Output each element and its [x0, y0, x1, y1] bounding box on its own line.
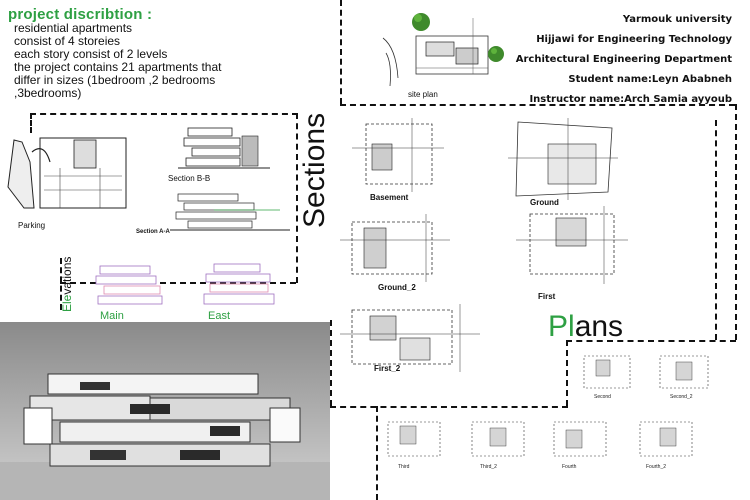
first2-plan-drawing: [340, 304, 480, 372]
frame-line: [330, 406, 568, 408]
elevations-heading-prefix: Ele: [60, 294, 74, 312]
description-line-6: ,3bedrooms): [14, 86, 82, 100]
second-plan-drawing: [583, 355, 631, 389]
east-elevation-label: East: [208, 310, 231, 322]
second2-label: Second_2: [670, 394, 693, 400]
university-name: Yarmouk university: [622, 14, 732, 25]
frame-line: [30, 113, 298, 115]
first-plan-drawing: [516, 206, 628, 284]
building-render-image: [0, 322, 330, 500]
frame-line: [340, 104, 735, 106]
description-line-2: consist of 4 storeies: [14, 34, 121, 48]
department-name: Architectural Engineering Department: [515, 54, 732, 65]
frame-line: [376, 406, 378, 500]
plans-heading-prefix: Pl: [548, 310, 575, 343]
section-aa-label: Section A-A: [136, 229, 170, 235]
faculty-name: Hijjawi for Engineering Technology: [536, 34, 732, 45]
fourth2-label: Fourth_2: [646, 464, 667, 470]
plans-heading-rest: ans: [574, 310, 624, 343]
frame-line: [566, 340, 736, 342]
site-plan-label: site plan: [408, 90, 438, 99]
basement-plan-drawing: [352, 118, 444, 192]
frame-line: [735, 104, 737, 340]
frame-line: [30, 113, 32, 133]
first2-label: First_2: [374, 364, 401, 373]
ground-label: Ground: [530, 198, 559, 207]
frame-line: [60, 282, 296, 284]
east-elevation-drawing: [203, 263, 275, 305]
elevations-heading-rest: vations: [60, 256, 74, 295]
fourth2-plan-drawing: [639, 421, 693, 457]
frame-line: [296, 113, 298, 283]
parking-label: Parking: [18, 221, 46, 230]
third2-label: Third_2: [480, 464, 497, 470]
frame-line: [715, 120, 717, 340]
section-bb-label: Section B-B: [168, 174, 211, 183]
basement-label: Basement: [370, 193, 409, 202]
frame-line: [340, 0, 342, 104]
third2-plan-drawing: [471, 421, 525, 457]
description-line-1: residential apartments: [14, 21, 133, 35]
ground-plan-drawing: [508, 118, 618, 200]
ground2-plan-drawing: [340, 214, 450, 282]
section-aa-drawing: [170, 193, 290, 231]
sections-heading: Sections: [298, 112, 331, 228]
plans-heading: Plans: [548, 310, 623, 344]
description-line-4: the project contains 21 apartments that: [14, 60, 222, 74]
project-description-title: project discribtion :: [8, 6, 153, 23]
ground2-label: Ground_2: [378, 283, 416, 292]
elevations-heading: Elevations: [60, 257, 74, 312]
frame-line: [566, 340, 568, 406]
description-line-5: differ in sizes (1bedroom ,2 bedrooms: [14, 73, 216, 87]
main-elevation-label: Main: [100, 310, 124, 322]
second-label: Second: [594, 394, 611, 400]
student-name: Student name:Leyn Ababneh: [568, 74, 732, 85]
frame-line: [60, 258, 62, 310]
site-plan-drawing: [382, 13, 504, 87]
third-label: Third: [398, 464, 410, 470]
fourth-plan-drawing: [553, 421, 607, 457]
first-label: First: [538, 292, 556, 301]
second2-plan-drawing: [659, 355, 709, 389]
frame-line: [330, 320, 332, 406]
description-line-3: each story consist of 2 levels: [14, 47, 168, 61]
fourth-label: Fourth: [562, 464, 577, 470]
main-elevation-drawing: [95, 265, 163, 305]
section-bb-drawing: [178, 127, 270, 169]
third-plan-drawing: [387, 421, 441, 457]
instructor-name: Instructor name:Arch Samia ayyoub: [529, 94, 732, 105]
parking-drawing: [7, 137, 127, 209]
